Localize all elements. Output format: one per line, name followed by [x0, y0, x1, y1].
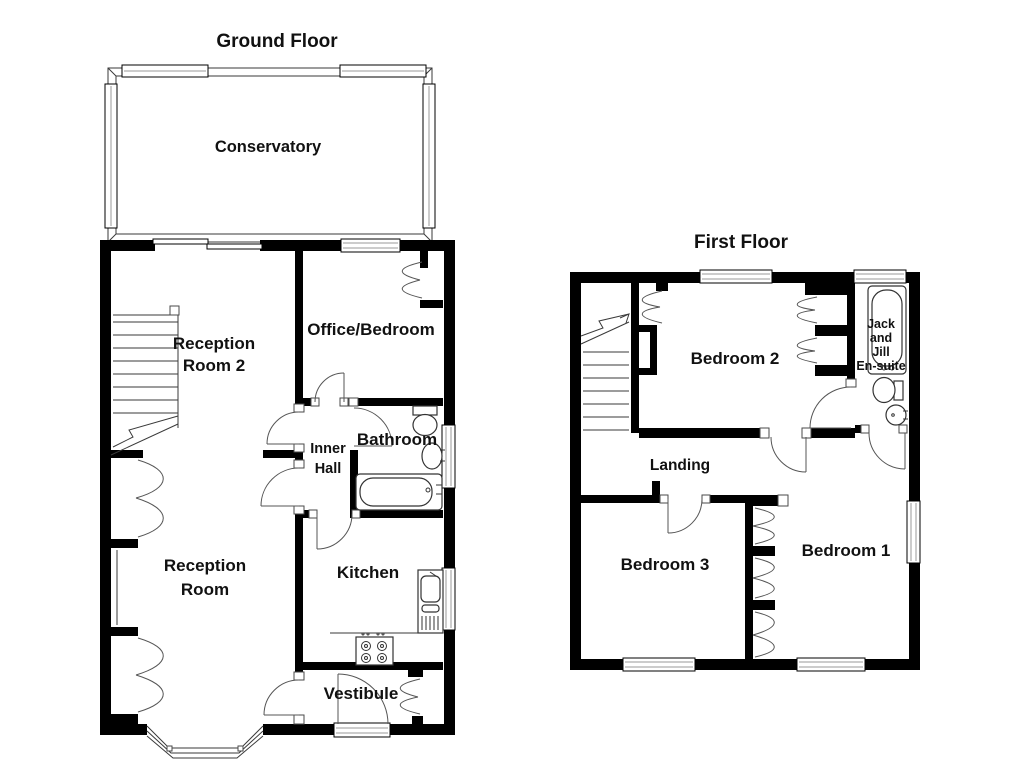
room-label-inner-hall: Inner — [310, 441, 346, 457]
wash-basin-fixture — [421, 442, 445, 470]
room-label-office-bedroom: Office/Bedroom — [307, 320, 435, 339]
kitchen-sink-fixture — [417, 569, 444, 634]
room-label-en-suite: Jack — [867, 317, 895, 331]
room-label-en-suite: En-suite — [856, 359, 905, 373]
ground-outer-walls — [100, 240, 455, 735]
bedroom-3-window — [622, 657, 696, 672]
en-suite-bedroom-2-door — [809, 386, 852, 429]
office-bedroom-door — [314, 372, 345, 403]
room-label-reception-room: Reception — [164, 556, 246, 575]
room-label-conservatory: Conservatory — [215, 138, 322, 156]
first-door-jambs — [659, 378, 908, 507]
room-label-bathroom: Bathroom — [357, 430, 437, 449]
bedroom-3-door — [667, 498, 703, 534]
office-closet-doors — [401, 261, 423, 299]
office-window — [340, 238, 401, 253]
room-label-vestibule: Vestibule — [324, 684, 399, 703]
en-suite-basin-fixture — [885, 404, 908, 426]
first-floor: First Floor Bedroom 2 Jack and Jill En-s… — [570, 232, 921, 672]
ground-staircase — [110, 305, 180, 456]
bedroom-2-door — [770, 436, 807, 473]
bedroom-2-window — [699, 269, 773, 284]
en-suite-bedroom-1-door — [868, 432, 906, 470]
kitchen-door — [316, 513, 353, 550]
room-label-inner-hall: Hall — [315, 461, 342, 477]
en-suite-bath-fixture — [867, 285, 907, 375]
reception-room-door — [260, 467, 300, 507]
toilet-fixture — [412, 405, 438, 437]
room-label-landing: Landing — [650, 457, 710, 474]
bathroom-window — [441, 424, 456, 489]
vestibule-door — [263, 679, 300, 716]
room-label-reception-room-2: Room 2 — [183, 356, 245, 375]
ground-floor: Ground Floor Conservatory Reception Room… — [100, 31, 456, 759]
conservatory-window — [121, 64, 209, 78]
room-label-reception-room-2: Reception — [173, 334, 255, 353]
first-interior-walls — [581, 283, 863, 659]
bedroom-1-side-window — [906, 500, 921, 564]
bathroom-door — [353, 407, 393, 447]
conservatory-window — [339, 64, 427, 78]
room-label-reception-room: Room — [181, 580, 229, 599]
ground-floor-title: Ground Floor — [216, 31, 338, 52]
room-label-kitchen: Kitchen — [337, 563, 399, 582]
room-label-bedroom-3: Bedroom 3 — [621, 555, 710, 574]
vestibule-closet-doors — [399, 678, 421, 715]
room-label-bedroom-2: Bedroom 2 — [691, 349, 780, 368]
bedroom-2-wardrobe-doors — [641, 290, 818, 364]
first-outer-walls — [570, 272, 920, 670]
ground-interior-walls — [111, 251, 443, 724]
patio-doors — [152, 238, 263, 250]
reception-cupboard-doors — [135, 459, 164, 713]
conservatory-window — [422, 83, 436, 229]
conservatory-structure — [104, 64, 436, 243]
room-label-en-suite: and — [870, 331, 892, 345]
bedroom-1-window — [796, 657, 866, 672]
bath-fixture — [355, 473, 443, 511]
room-label-bedroom-1: Bedroom 1 — [802, 541, 891, 560]
first-floor-title: First Floor — [694, 232, 789, 253]
bedroom-1-wardrobe-doors — [752, 507, 775, 658]
en-suite-toilet-fixture — [872, 376, 904, 404]
reception-room-2-door — [266, 411, 300, 445]
room-label-en-suite: Jill — [872, 345, 889, 359]
kitchen-window — [441, 567, 456, 631]
first-staircase — [580, 313, 630, 431]
en-suite-window — [853, 269, 907, 284]
bay-window — [146, 725, 264, 759]
hob-fixture — [355, 632, 394, 666]
front-door — [333, 673, 391, 738]
conservatory-window — [104, 83, 118, 229]
